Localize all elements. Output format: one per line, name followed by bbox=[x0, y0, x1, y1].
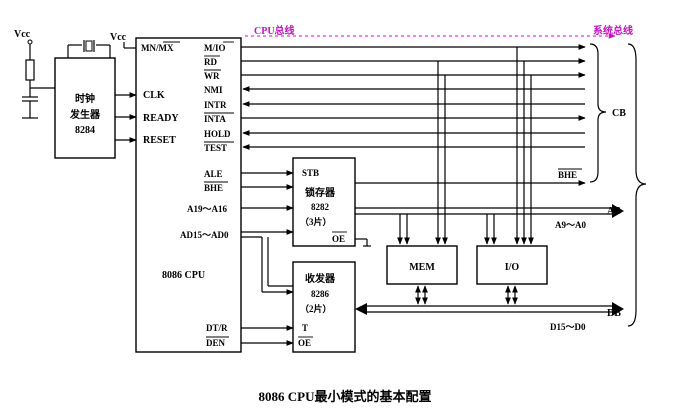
transceiver-t: T bbox=[302, 323, 308, 333]
mem-box bbox=[386, 245, 458, 285]
latch-oe: OE bbox=[332, 234, 345, 244]
cpu-pin-reset: RESET bbox=[143, 135, 176, 146]
latch-name: 锁存器 bbox=[305, 186, 336, 199]
cpu-pin-nmi: NMI bbox=[204, 85, 223, 95]
cpu-8086-box bbox=[135, 37, 242, 353]
vcc-left-label: Vcc bbox=[14, 29, 31, 40]
cpu-pin-test: TEST bbox=[204, 143, 227, 153]
latch-chip: 8282 bbox=[311, 202, 330, 212]
latch-8282-box bbox=[292, 157, 356, 247]
cb-brace bbox=[589, 43, 607, 183]
ab-label: AB bbox=[607, 206, 621, 217]
cpu-pin-clk: CLK bbox=[143, 90, 165, 101]
cpu-pin-mn-mx: MN/MX bbox=[141, 43, 174, 53]
ad-bus-lines bbox=[241, 229, 294, 295]
cpu-pin-ale: ALE bbox=[204, 169, 223, 179]
io-box bbox=[476, 245, 548, 285]
address-taps bbox=[397, 214, 497, 245]
transceiver-chip: 8286 bbox=[311, 289, 330, 299]
cpu-pin-m-io: M/IO bbox=[204, 43, 226, 53]
cpu-name: 8086 CPU bbox=[162, 270, 205, 281]
cpu-pin-wr: WR bbox=[204, 71, 220, 81]
cpu-pin-hold: HOLD bbox=[204, 129, 231, 139]
transceiver-oe: OE bbox=[298, 338, 311, 348]
cpu-pin-rd: RD bbox=[204, 57, 217, 67]
cpu-pin-den: DEN bbox=[206, 338, 226, 348]
system-bus-label: 系统总线 bbox=[593, 24, 633, 37]
data-bus-taps bbox=[415, 285, 518, 305]
d15-d0-label: D15～D0 bbox=[550, 322, 586, 332]
bus-bhe-label: BHE bbox=[558, 170, 577, 180]
mem-label: MEM bbox=[409, 262, 435, 273]
data-bus bbox=[355, 302, 624, 316]
vcc-right-label: Vcc bbox=[110, 32, 127, 43]
cpu-bus-label: CPU总线 bbox=[254, 24, 295, 37]
cpu-pin-dt-r: DT/R bbox=[206, 323, 228, 333]
transceiver-count: （2片） bbox=[300, 303, 332, 314]
cpu-pin-intr: INTR bbox=[204, 100, 227, 110]
system-bus-brace bbox=[627, 43, 647, 327]
cpu-pin-a19-16: A19～A16 bbox=[187, 204, 227, 214]
db-label: DB bbox=[607, 308, 621, 319]
control-bus-lines bbox=[241, 44, 586, 150]
vcc-terminal bbox=[27, 39, 33, 45]
latch-stb: STB bbox=[302, 168, 319, 178]
transceiver-name: 收发器 bbox=[305, 272, 336, 285]
crystal-icon bbox=[85, 40, 93, 52]
a9-a0-label: A9～A0 bbox=[555, 220, 586, 230]
cpu-pin-ad15-0: AD15～AD0 bbox=[180, 230, 229, 240]
address-bus bbox=[355, 204, 624, 218]
cpu-pin-inta: INTA bbox=[204, 114, 226, 124]
clock-gen-line2: 发生器 bbox=[69, 108, 101, 121]
figure-caption: 8086 CPU最小模式的基本配置 bbox=[259, 389, 432, 404]
cpu-pin-ready: READY bbox=[143, 113, 179, 124]
clock-gen-line1: 时钟 bbox=[75, 92, 95, 105]
cb-label: CB bbox=[612, 108, 626, 119]
clock-gen-chip: 8284 bbox=[75, 125, 95, 136]
clock-generator-box bbox=[54, 57, 116, 159]
io-label: I/O bbox=[505, 262, 520, 273]
resistor-symbol bbox=[25, 59, 35, 81]
latch-count: （3片） bbox=[300, 216, 332, 227]
cpu-pin-bhe: BHE bbox=[204, 183, 223, 193]
